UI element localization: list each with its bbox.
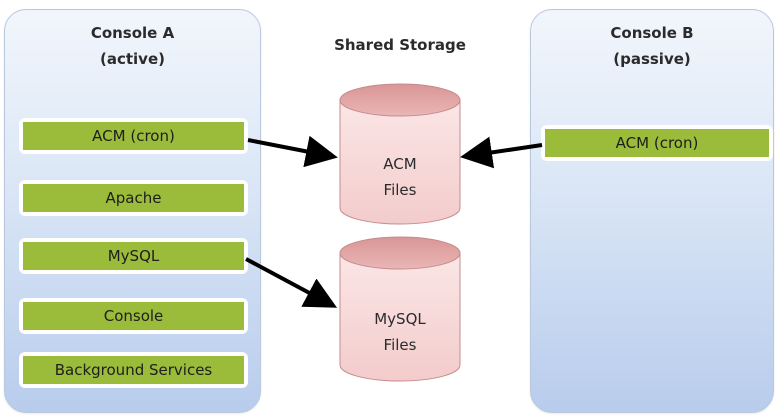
- console-b-panel: Console B (passive) ACM (cron): [530, 9, 774, 413]
- component-label: Console: [23, 302, 244, 330]
- mysql-files-line1: MySQL: [374, 310, 426, 328]
- component-label: ACM (cron): [545, 129, 769, 157]
- acm-files-label: ACM Files: [350, 151, 450, 203]
- console-b-title: Console B (passive): [531, 22, 773, 72]
- console-b-status: (passive): [613, 50, 691, 68]
- component-mysql: MySQL: [19, 238, 248, 274]
- component-acm-cron-b: ACM (cron): [541, 125, 773, 161]
- component-label: ACM (cron): [23, 122, 244, 150]
- shared-storage-title: Shared Storage: [334, 36, 466, 54]
- component-apache: Apache: [19, 180, 248, 216]
- console-a-panel: Console A (active) ACM (cron) Apache MyS…: [4, 9, 261, 413]
- arrow-mysql-to-mysql-files-icon: [245, 257, 338, 308]
- component-label: Apache: [23, 184, 244, 212]
- console-b-name: Console B: [610, 24, 694, 42]
- console-a-name: Console A: [90, 24, 175, 42]
- mysql-files-cylinder-icon: [339, 236, 461, 382]
- acm-files-line1: ACM: [383, 155, 417, 173]
- arrow-acm-a-to-acm-files-icon: [247, 135, 338, 168]
- mysql-files-label: MySQL Files: [350, 306, 450, 358]
- arrow-acm-b-to-acm-files-icon: [460, 136, 543, 169]
- console-a-title: Console A (active): [5, 22, 260, 72]
- acm-files-cylinder-icon: [339, 83, 461, 225]
- console-a-status: (active): [100, 50, 165, 68]
- component-background-services: Background Services: [19, 352, 248, 388]
- component-label: MySQL: [23, 242, 244, 270]
- acm-files-line2: Files: [383, 181, 417, 199]
- mysql-files-line2: Files: [383, 336, 417, 354]
- component-console: Console: [19, 298, 248, 334]
- component-acm-cron-a: ACM (cron): [19, 118, 248, 154]
- component-label: Background Services: [23, 356, 244, 384]
